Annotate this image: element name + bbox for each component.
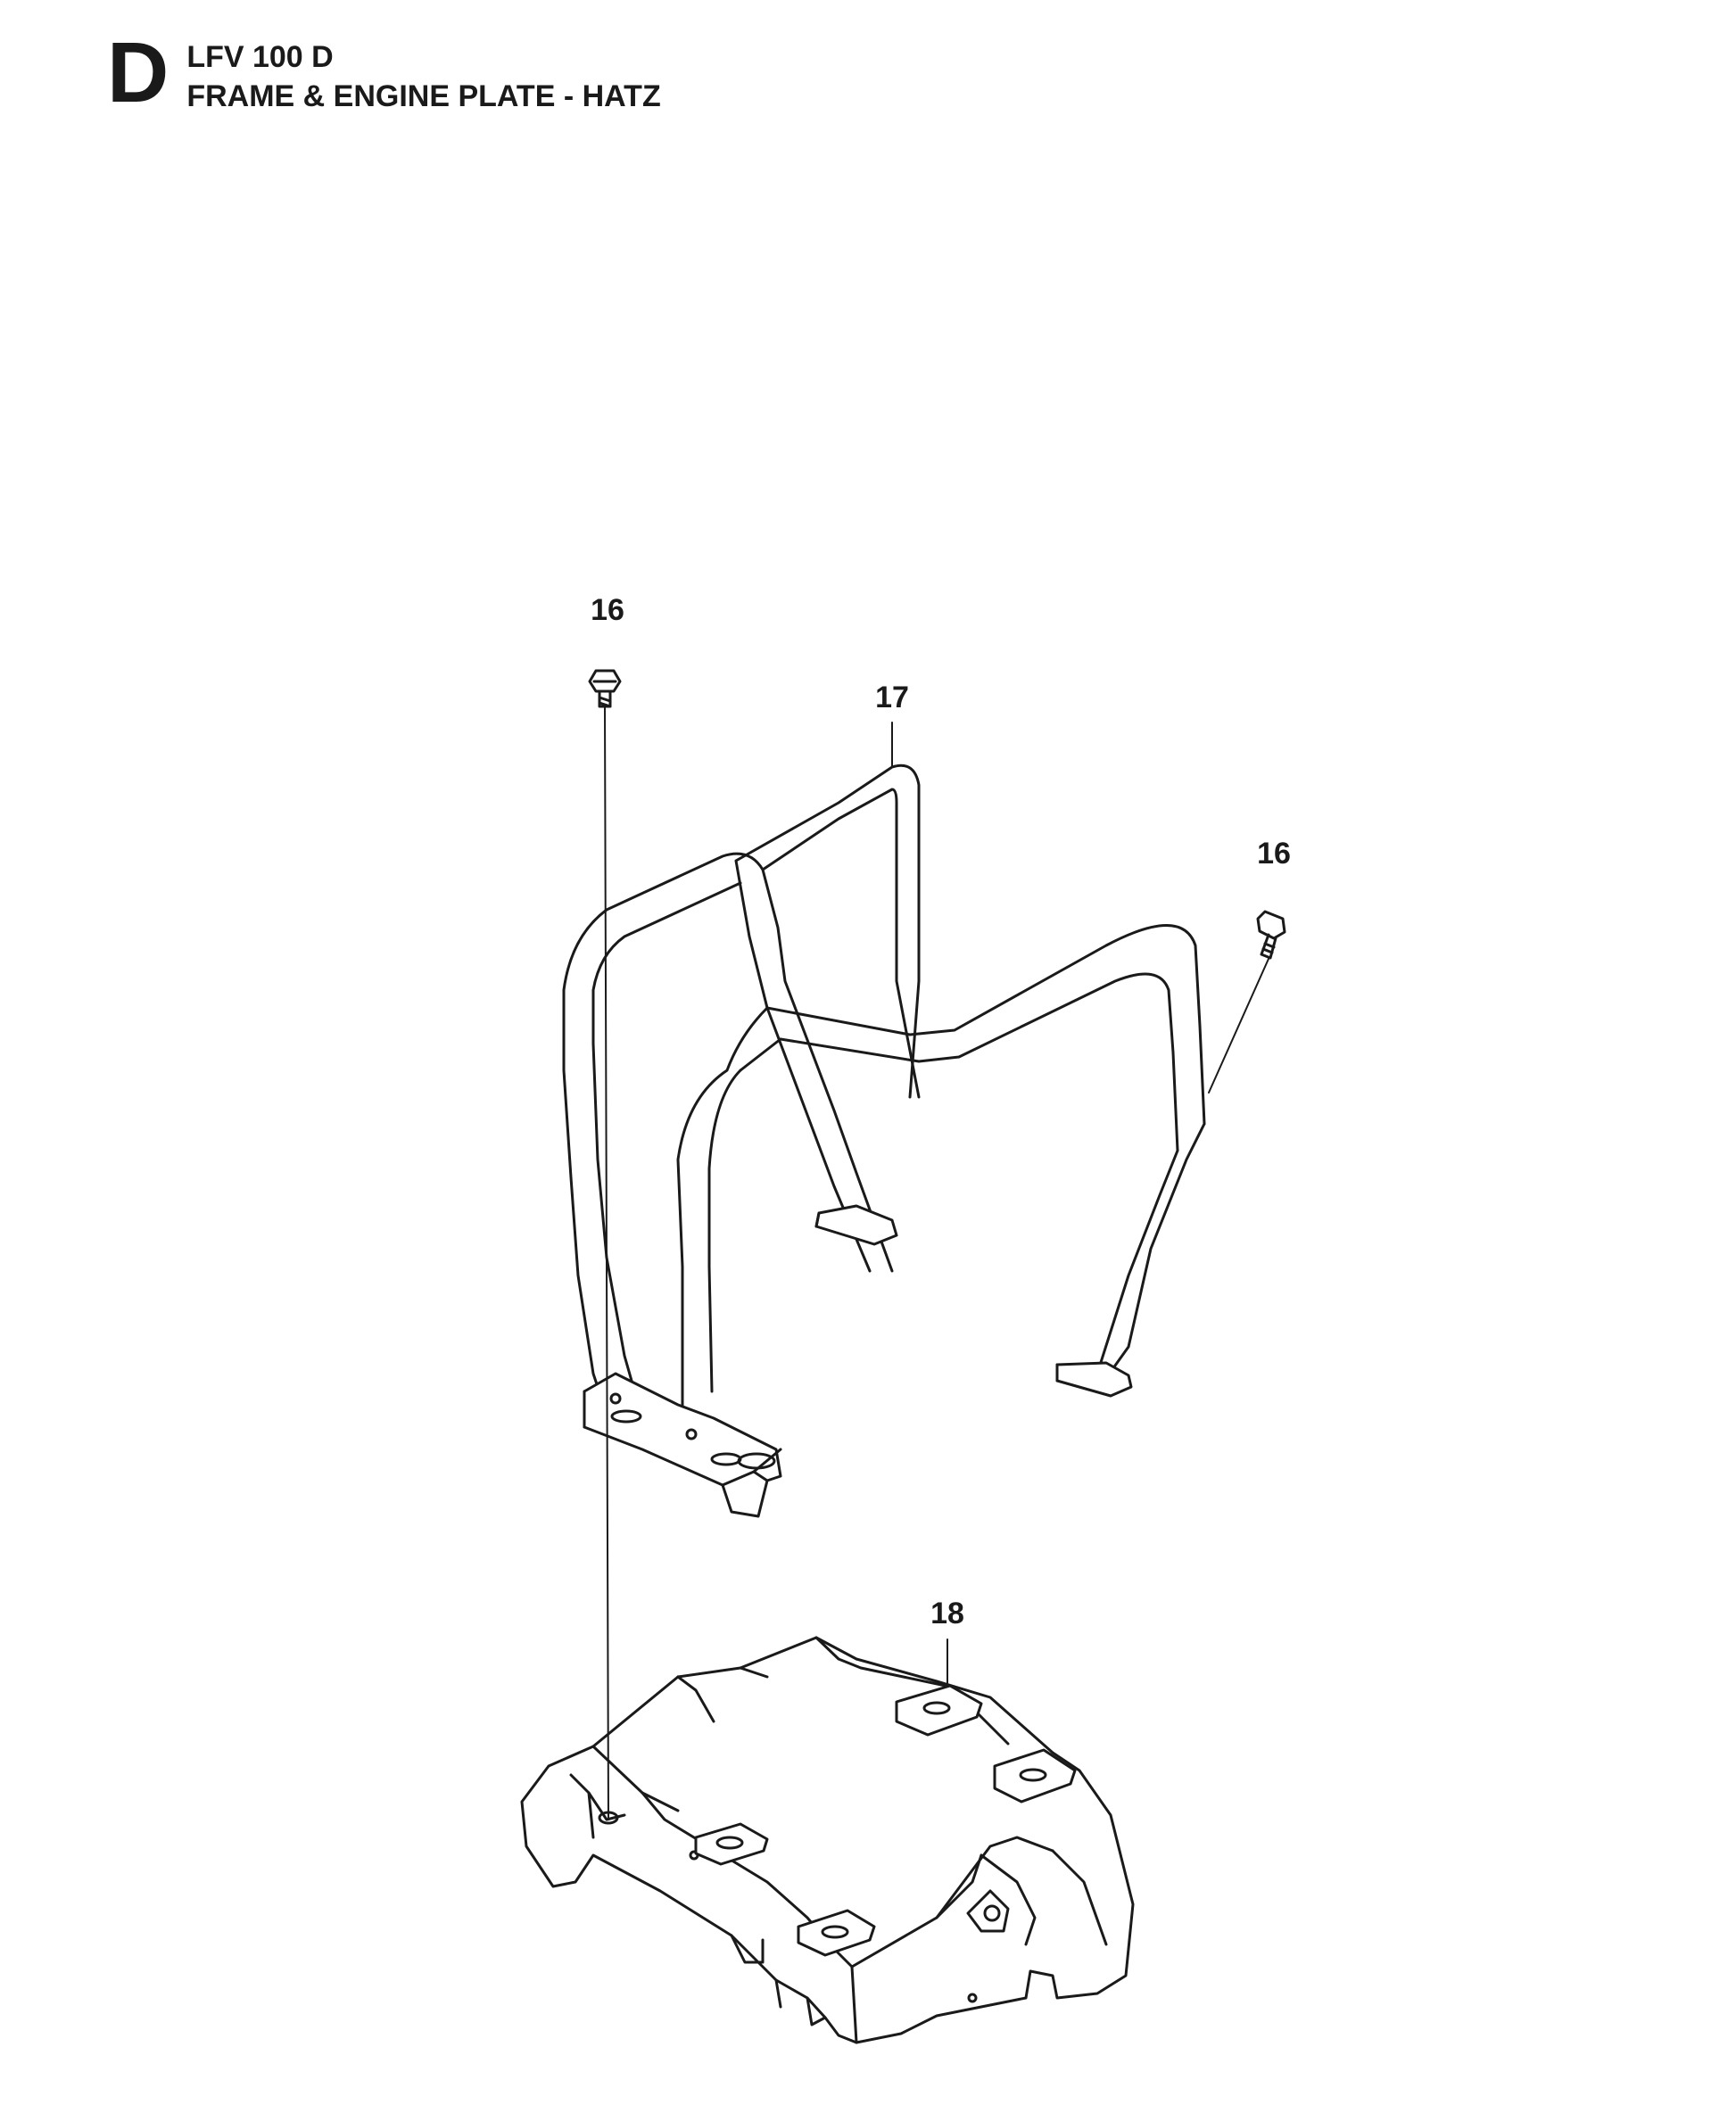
- title-block: LFV 100 D FRAME & ENGINE PLATE - HATZ: [186, 36, 660, 116]
- callout-17: 17: [875, 681, 909, 714]
- frame: [562, 763, 1206, 1518]
- callout-16-right: 16: [1257, 837, 1291, 871]
- section-letter: D: [107, 25, 169, 120]
- bolt-right: [1256, 910, 1286, 960]
- bolt-left: [588, 669, 622, 708]
- engine-plate: [520, 1636, 1135, 2044]
- model-title: LFV 100 D: [186, 40, 334, 74]
- leader-lines: [604, 706, 1269, 1820]
- callout-18: 18: [930, 1597, 964, 1630]
- section-title: FRAME & ENGINE PLATE - HATZ: [186, 79, 661, 113]
- callout-16-left: 16: [591, 593, 624, 627]
- page-header: D LFV 100 D FRAME & ENGINE PLATE - HATZ: [107, 25, 661, 120]
